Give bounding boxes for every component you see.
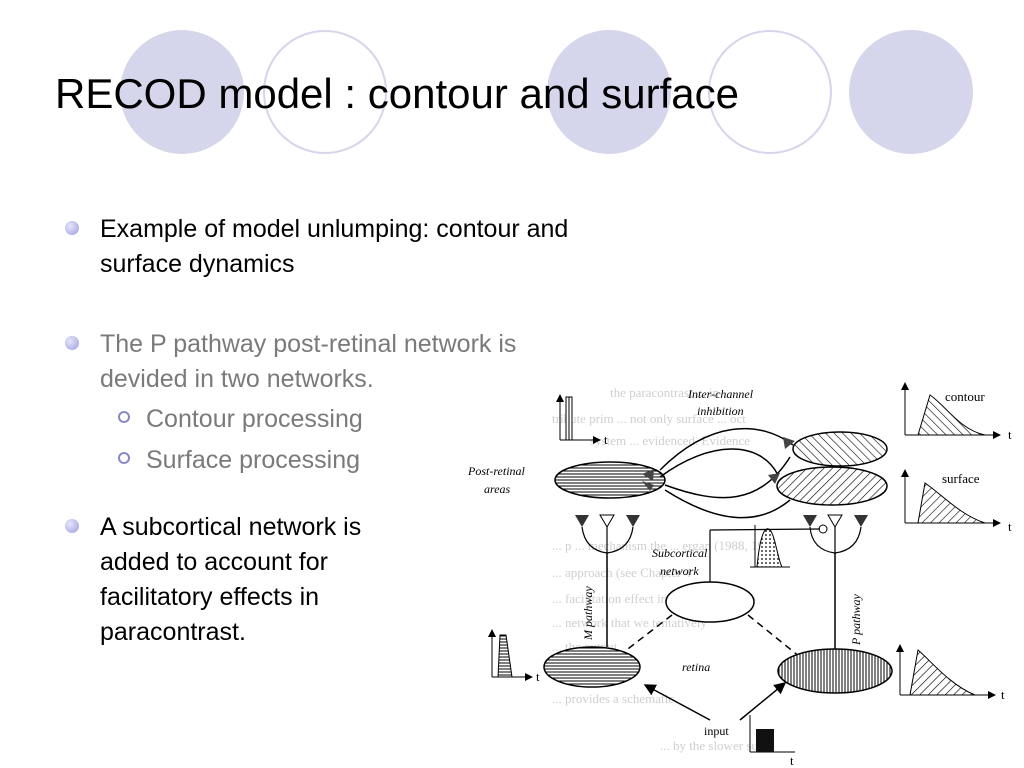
svg-text:t: t xyxy=(1008,519,1012,534)
inhibition-arrowhead xyxy=(768,473,780,484)
inhibition-arc-1 xyxy=(659,427,794,471)
surface-node xyxy=(776,466,888,506)
svg-text:t: t xyxy=(1001,687,1005,702)
contour-node xyxy=(792,431,888,467)
bullet-3-text: A subcortical network is added to accoun… xyxy=(100,513,362,646)
m-post-retinal-node xyxy=(554,461,666,499)
svg-text:... by the slower sub: ... by the slower sub xyxy=(660,738,764,753)
decorative-circle-2 xyxy=(263,30,387,154)
m-synapse-triangle xyxy=(599,514,615,528)
bottom-right-response-graph: t xyxy=(896,644,1005,702)
surface-label: surface xyxy=(942,471,980,486)
subcortical-node xyxy=(665,581,755,623)
bullet-1-text: Example of model unlumping: contour and … xyxy=(100,215,569,278)
inhibition-arc-2 xyxy=(659,448,779,478)
bullet-dot-icon xyxy=(65,221,79,235)
decorative-circle-3 xyxy=(547,30,671,154)
inhibition-arrowhead xyxy=(783,437,795,449)
decorative-circle-1 xyxy=(120,30,244,154)
m-synapse-triangle xyxy=(575,515,589,527)
p-pathway-label: P pathway xyxy=(849,594,863,646)
m-pathway-label: M pathway xyxy=(581,586,595,641)
svg-text:... network that we tentativel: ... network that we tentatively xyxy=(552,615,707,630)
svg-text:t: t xyxy=(790,753,794,768)
svg-text:t: t xyxy=(536,669,540,684)
m-synapse-triangle xyxy=(626,515,640,527)
post-retinal-label-line1: Post-retinal xyxy=(467,464,526,478)
dashed-link-p xyxy=(747,614,801,658)
inter-channel-label-line1: Inter-channel xyxy=(687,387,754,401)
sub-bullet-contour-text: Contour processing xyxy=(146,405,363,433)
slide-title: RECOD model : contour and surface xyxy=(55,70,739,117)
sub-bullet-ring-icon xyxy=(118,411,130,423)
p-junction-node xyxy=(818,524,828,534)
subcortical-to-p-link xyxy=(709,528,821,531)
recod-diagram: the paracontrast ... in tribute prim ...… xyxy=(460,365,1024,768)
svg-text:... provides a schematic: ... provides a schematic xyxy=(552,691,674,706)
svg-text:... approach (see Chapter 4: ... approach (see Chapter 4 xyxy=(552,565,691,580)
decorative-circle-4 xyxy=(708,30,832,154)
input-label: input xyxy=(704,724,729,738)
p-synapse-triangle xyxy=(827,514,843,528)
retina-p-node xyxy=(777,648,893,694)
sub-bullet-surface-text: Surface processing xyxy=(146,446,361,474)
p-synapse-triangle xyxy=(854,515,868,527)
bullet-dot-icon xyxy=(65,336,79,350)
p-synapse-triangle xyxy=(803,515,817,527)
inhibition-arrowhead xyxy=(642,481,654,491)
subcortical-label-line2: network xyxy=(660,564,699,578)
inter-channel-label-line2: inhibition xyxy=(697,404,744,418)
bullet-2-text: The P pathway post-retinal network is de… xyxy=(100,330,517,393)
contour-label: contour xyxy=(945,389,985,404)
retina-m-node xyxy=(543,646,641,688)
svg-text:the paracontrast ... in: the paracontrast ... in xyxy=(610,385,720,400)
inhibition-arc-4 xyxy=(664,489,791,519)
surface-output-graph: surface t xyxy=(901,469,1012,534)
svg-text:tribute prim ... not only surf: tribute prim ... not only surface ... oc… xyxy=(552,411,746,426)
input-to-p-arrow xyxy=(739,682,787,721)
top-left-spike-graph: t xyxy=(556,394,608,447)
post-retinal-label-line2: areas xyxy=(484,482,511,496)
inhibition-arrowhead xyxy=(642,469,654,481)
inhibition-arc-3 xyxy=(664,456,791,499)
bottom-left-spike-graph: t xyxy=(488,629,540,684)
svg-text:system ... evidenced. Evidence: system ... evidenced. Evidence xyxy=(590,433,750,448)
svg-text:t: t xyxy=(604,432,608,447)
dashed-link-m xyxy=(619,614,673,656)
retina-label: retina xyxy=(682,660,710,674)
sub-bullet-ring-icon xyxy=(118,452,130,464)
svg-text:t: t xyxy=(1008,427,1012,442)
input-stimulus-graph: t xyxy=(749,715,795,768)
decorative-circle-5 xyxy=(849,30,973,154)
contour-output-graph: contour t xyxy=(901,382,1012,442)
p-synapse-lines xyxy=(809,526,862,554)
input-to-m-arrow xyxy=(643,684,711,721)
subcortical-label-line1: Subcortical xyxy=(652,546,708,560)
bullet-dot-icon xyxy=(65,519,79,533)
svg-text:... p ... mechanism the ... er: ... p ... mechanism the ... ergan (1988,… xyxy=(552,538,778,553)
